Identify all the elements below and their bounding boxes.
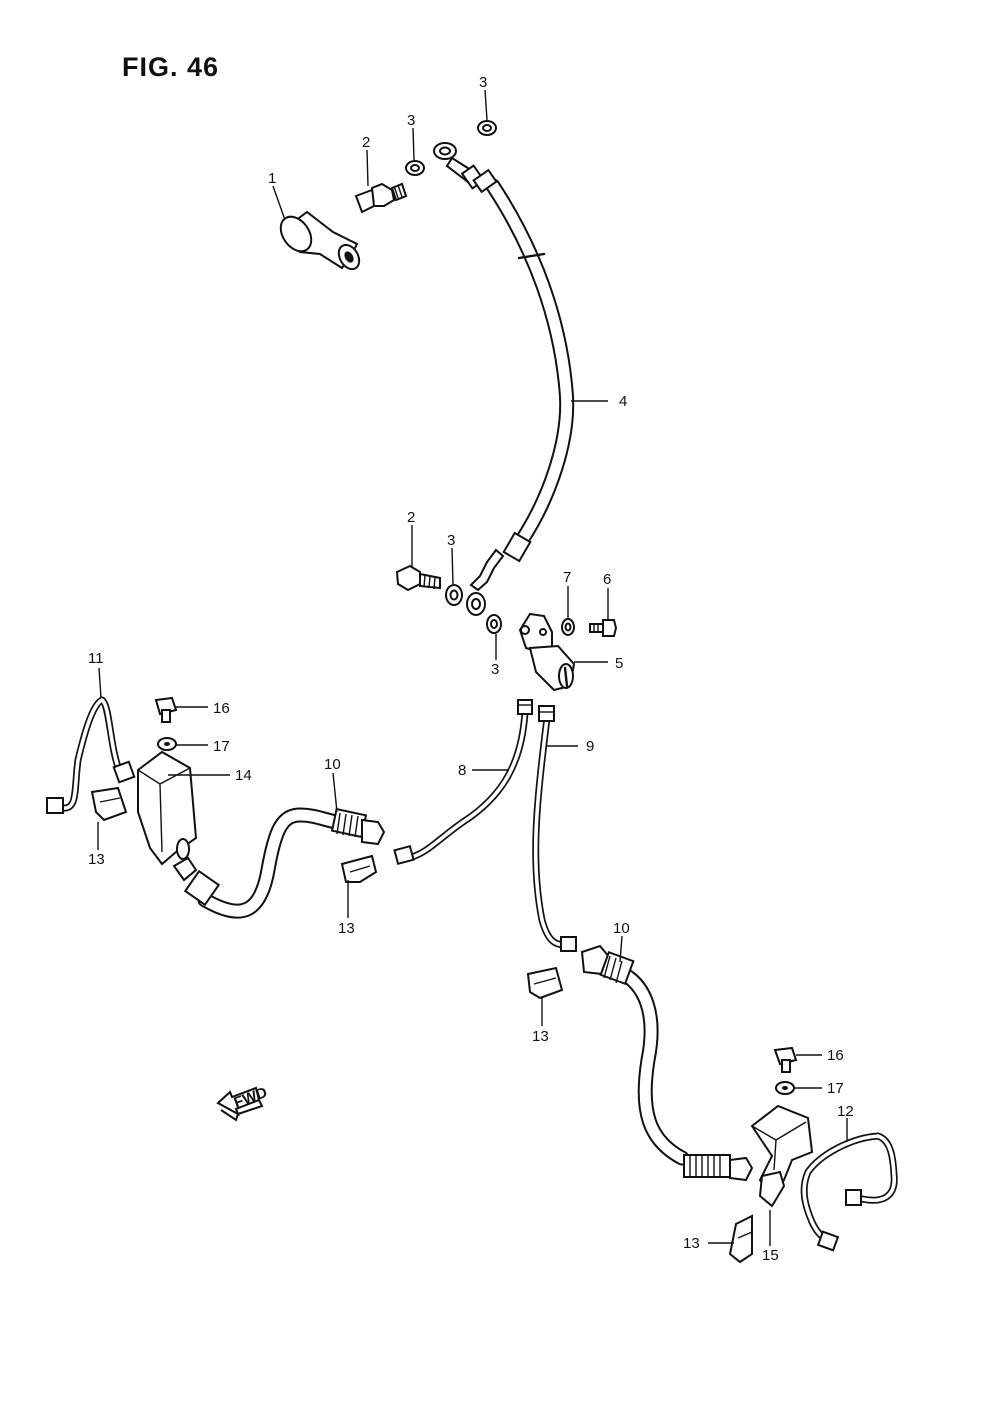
callout-14: 14 — [235, 767, 252, 784]
callout-13-center: 13 — [338, 920, 355, 937]
figure-title: FIG. 46 — [122, 52, 220, 82]
callout-3-lower: 3 — [491, 661, 499, 678]
clip-center — [340, 854, 378, 883]
washer-middle — [445, 584, 463, 606]
callout-16-right: 16 — [827, 1047, 844, 1064]
washer-top — [477, 120, 497, 136]
callout-2-top: 2 — [362, 134, 370, 151]
washer-upper — [405, 160, 425, 176]
callout-12: 12 — [837, 1103, 854, 1120]
clip-left — [90, 786, 128, 822]
washer-joint — [561, 618, 575, 636]
joint-part — [518, 612, 576, 692]
clip-bottom — [728, 1214, 753, 1264]
callout-5: 5 — [615, 655, 623, 672]
callout-16-left: 16 — [213, 700, 230, 717]
clip-mid — [526, 966, 564, 1000]
forward-arrow-icon: FWD — [216, 1084, 270, 1122]
callout-11: 11 — [88, 650, 104, 667]
brake-pipe-12 — [800, 1132, 898, 1252]
callout-10-left: 10 — [324, 756, 341, 773]
callout-10-right: 10 — [613, 920, 630, 937]
flex-hose-right — [580, 944, 754, 1182]
callout-9: 9 — [586, 738, 594, 755]
callout-1: 1 — [268, 170, 276, 187]
bolt-16-left — [154, 696, 178, 723]
flex-hose-left — [172, 807, 386, 919]
washer-17-left — [157, 737, 177, 751]
bracket-right — [750, 1104, 814, 1208]
callout-3-top: 3 — [479, 74, 487, 91]
washer-17-right — [775, 1081, 795, 1095]
callout-13-left: 13 — [88, 851, 105, 868]
callout-7: 7 — [563, 569, 571, 586]
brake-hose-main — [433, 142, 575, 616]
callout-13-mid: 13 — [532, 1028, 549, 1045]
brake-pipe-8 — [393, 699, 533, 866]
callout-13-bottom: 13 — [683, 1235, 700, 1252]
callout-8: 8 — [458, 762, 466, 779]
callout-15: 15 — [762, 1247, 779, 1264]
cap-part — [279, 210, 361, 271]
callouts: 1 2 2 3 3 3 3 4 5 6 7 8 9 10 10 11 12 13… — [88, 74, 854, 1264]
union-bolt-top — [354, 182, 408, 214]
union-bolt-middle — [395, 564, 441, 592]
fwd-label: FWD — [232, 1084, 270, 1112]
bracket-left — [137, 750, 198, 866]
bolt-joint — [589, 619, 618, 637]
bolt-16-right — [773, 1046, 798, 1073]
callout-3-upper: 3 — [407, 112, 415, 129]
washer-lower — [486, 614, 502, 634]
callout-4: 4 — [619, 393, 627, 410]
callout-17-left: 17 — [213, 738, 230, 755]
callout-17-right: 17 — [827, 1080, 844, 1097]
brake-pipe-11 — [46, 696, 136, 814]
brake-pipe-9 — [532, 705, 577, 952]
callout-2-middle: 2 — [407, 509, 415, 526]
leader-lines — [97, 89, 848, 1246]
callout-3-middle: 3 — [447, 532, 455, 549]
callout-6: 6 — [603, 571, 611, 588]
